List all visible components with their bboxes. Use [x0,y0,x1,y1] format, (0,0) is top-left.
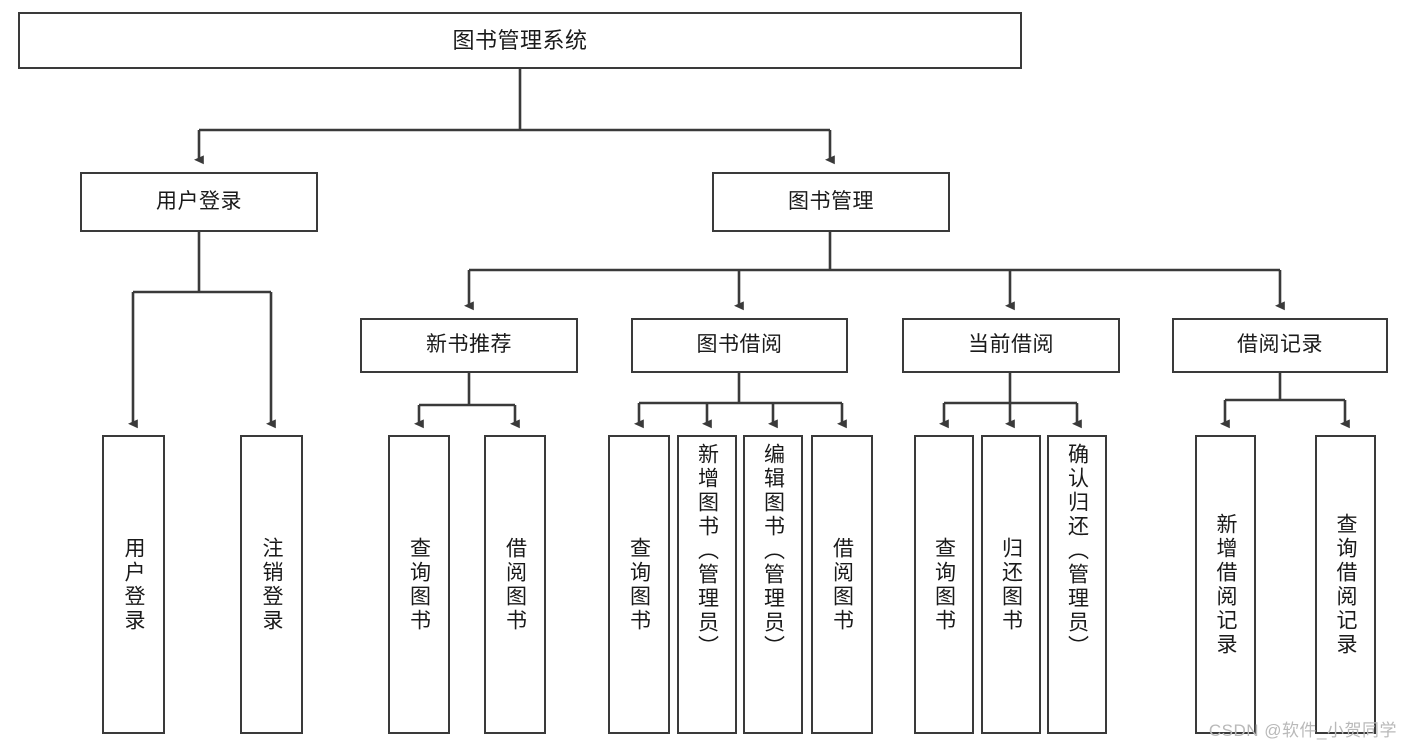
node-label: 借阅记录 [1237,333,1323,357]
node-label: 用户登录 [122,536,145,633]
node-borrowing-records[interactable]: 借阅记录 [1172,318,1388,373]
node-root-book-management-system[interactable]: 图书管理系统 [18,12,1022,69]
node-label: 图书管理 [788,189,874,213]
node-label: 查询图书 [627,536,651,633]
node-label: 新增借阅记录 [1214,512,1237,657]
node-label: 确认归还（管理员） [1065,443,1089,659]
leaf-return-book[interactable]: 归还图书 [981,435,1041,734]
leaf-query-borrow-record[interactable]: 查询借阅记录 [1315,435,1376,734]
node-label: 新书推荐 [426,333,512,357]
node-label: 归还图书 [999,536,1023,633]
node-label: 当前借阅 [968,333,1054,357]
node-label: 图书管理系统 [452,27,588,53]
node-current-borrowing[interactable]: 当前借阅 [902,318,1120,373]
leaf-query-book-new[interactable]: 查询图书 [388,435,450,734]
leaf-add-book-admin[interactable]: 新增图书（管理员） [677,435,737,734]
leaf-user-login[interactable]: 用户登录 [102,435,165,734]
node-label: 新增图书（管理员） [695,443,719,659]
leaf-logout[interactable]: 注销登录 [240,435,303,734]
leaf-borrow-book-new[interactable]: 借阅图书 [484,435,546,734]
leaf-edit-book-admin[interactable]: 编辑图书（管理员） [743,435,803,734]
node-label: 查询图书 [407,536,431,633]
node-new-book-recommendation[interactable]: 新书推荐 [360,318,578,373]
leaf-add-borrow-record[interactable]: 新增借阅记录 [1195,435,1256,734]
node-label: 编辑图书（管理员） [761,443,785,659]
leaf-confirm-return-admin[interactable]: 确认归还（管理员） [1047,435,1107,734]
node-book-management[interactable]: 图书管理 [712,172,950,232]
node-label: 图书借阅 [696,333,783,357]
leaf-borrow-book[interactable]: 借阅图书 [811,435,873,734]
node-book-borrowing[interactable]: 图书借阅 [631,318,848,373]
node-label: 用户登录 [156,189,242,213]
node-label: 借阅图书 [503,536,527,633]
node-label: 注销登录 [260,536,283,633]
leaf-query-book-borrow[interactable]: 查询图书 [608,435,670,734]
node-label: 查询借阅记录 [1334,512,1357,657]
node-label: 查询图书 [932,536,956,633]
leaf-query-book-current[interactable]: 查询图书 [914,435,974,734]
node-label: 借阅图书 [830,536,854,633]
node-user-login[interactable]: 用户登录 [80,172,318,232]
